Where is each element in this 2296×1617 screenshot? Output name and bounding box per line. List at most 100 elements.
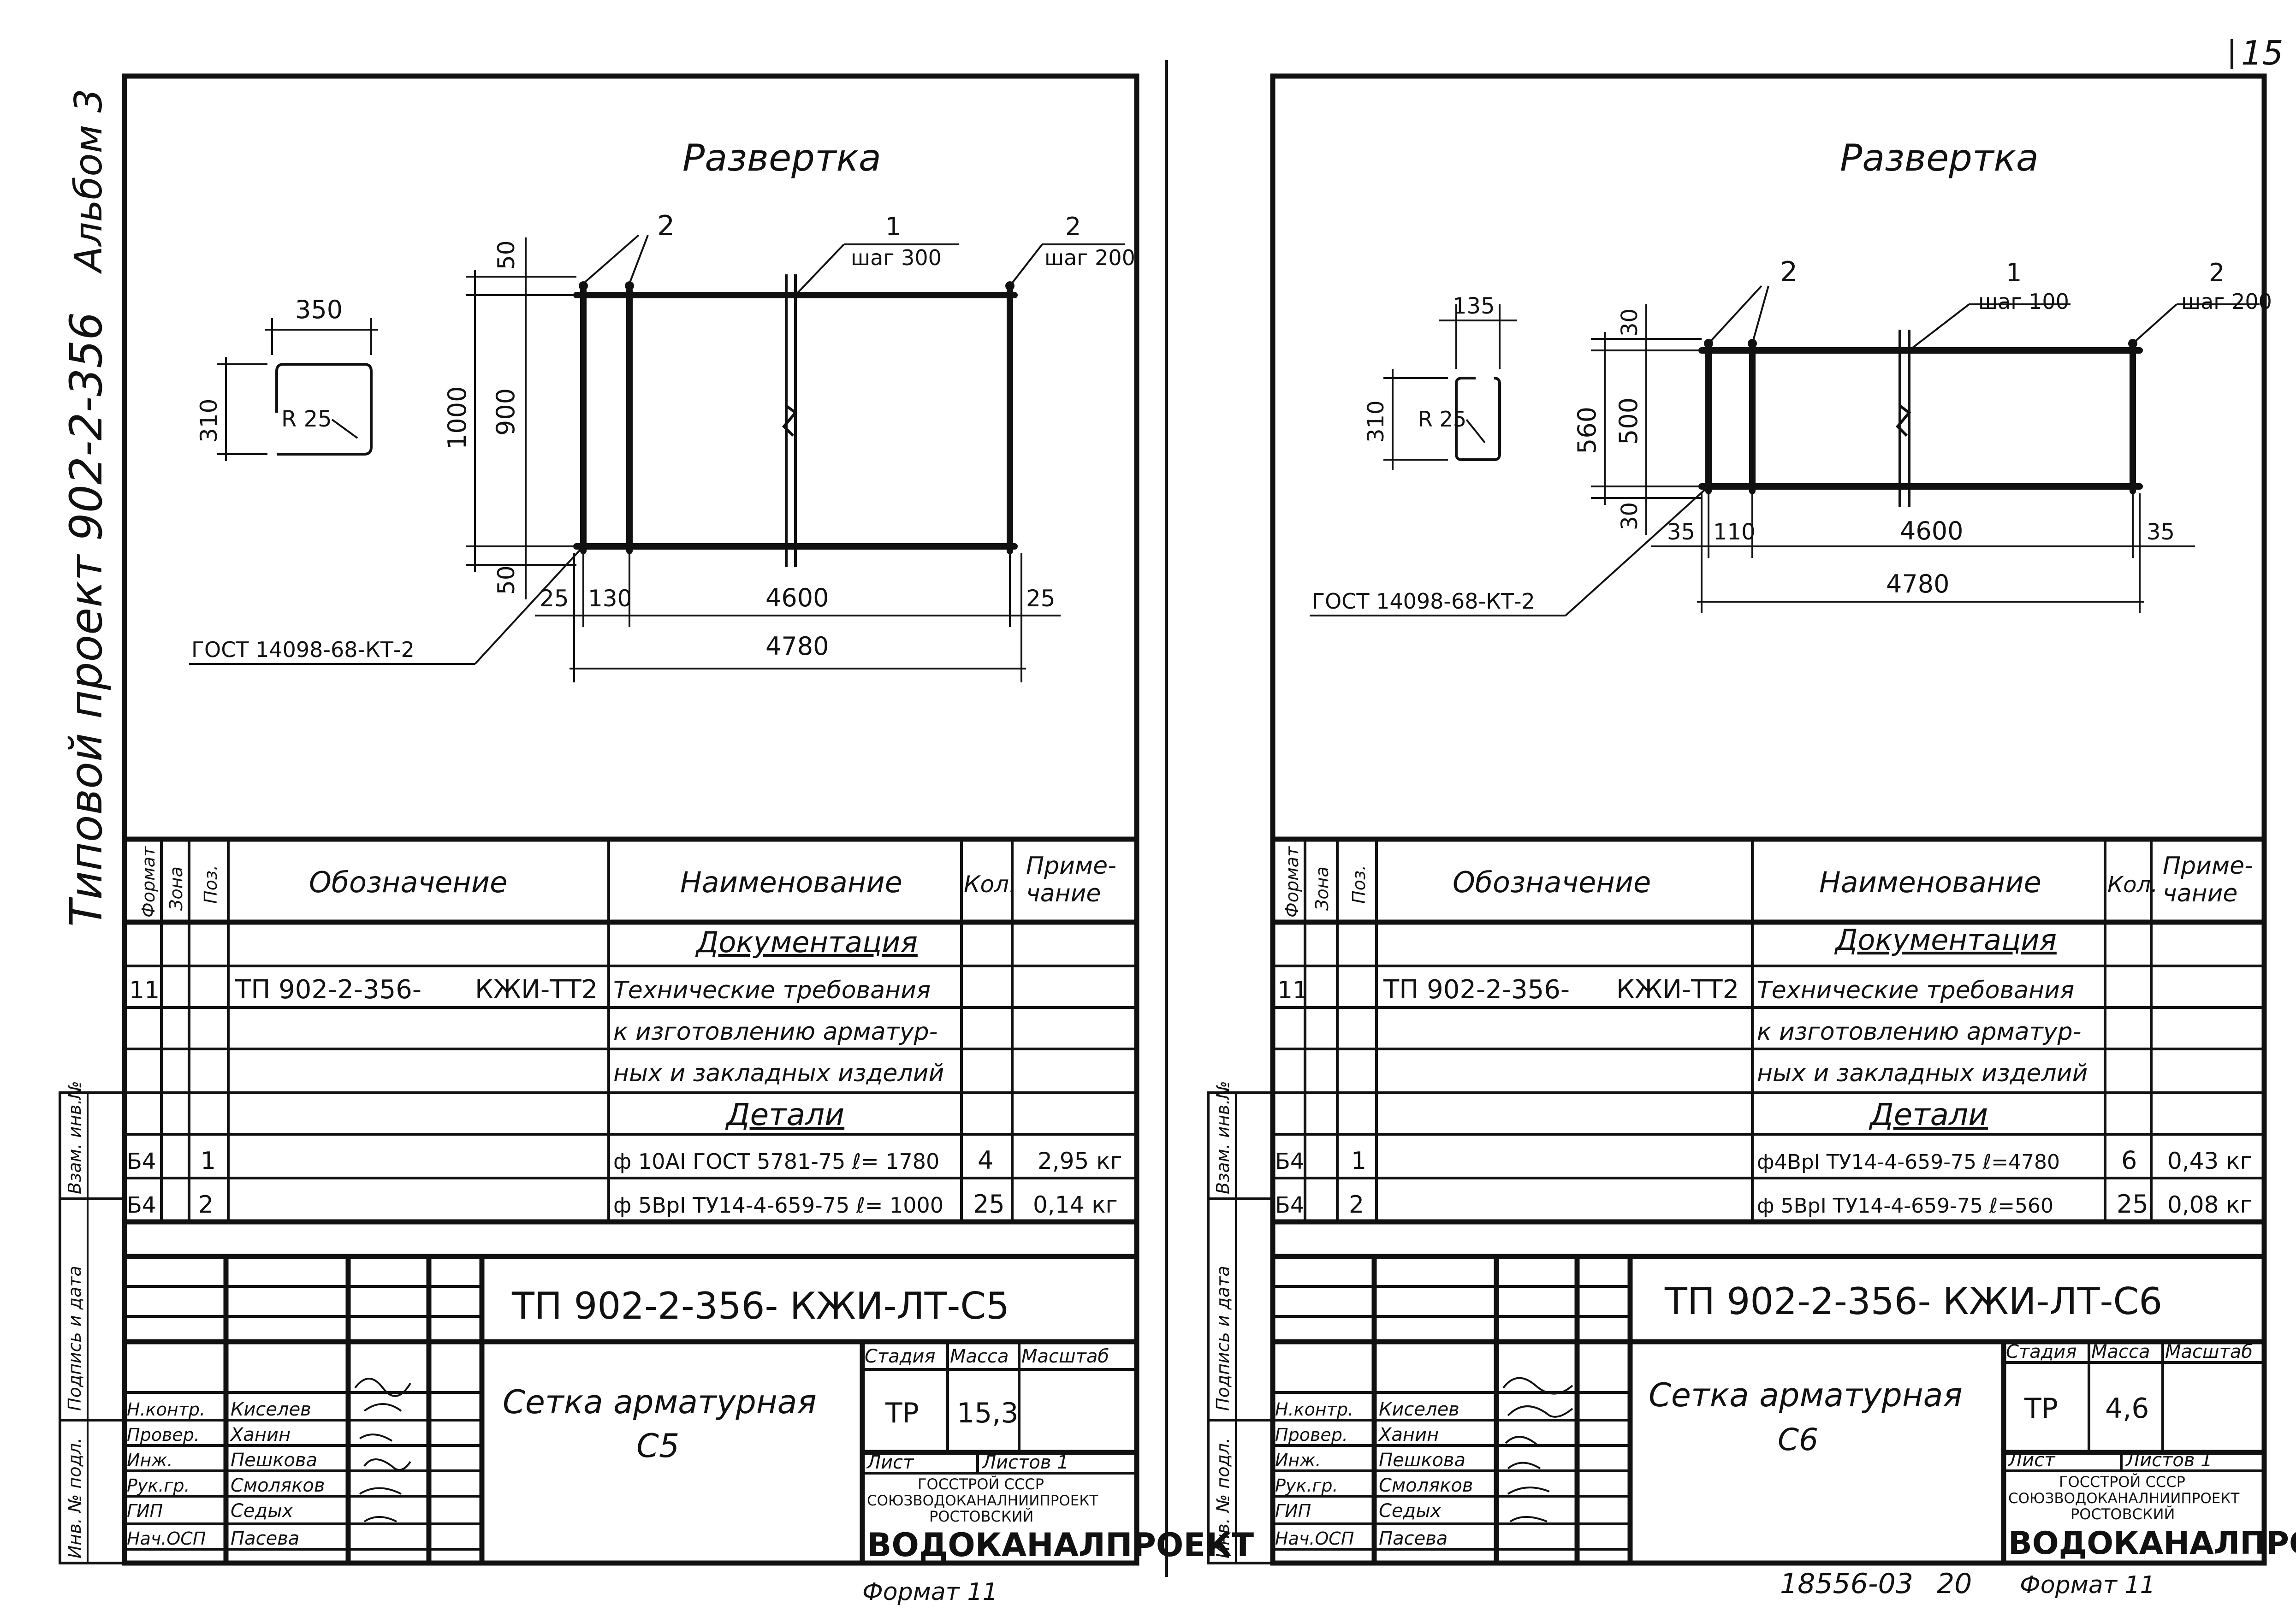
stamp-strip [59, 1091, 126, 1564]
dim-main-span: 4600 [1900, 516, 1963, 545]
sheet-frame [122, 73, 1139, 1566]
stamp-label-signature: Подпись и дата [1213, 1266, 1233, 1411]
dim-bottom: 50 [493, 565, 520, 595]
role-1: Н.контр. [1275, 1399, 1353, 1420]
document-name-1: Сетка арматурная [503, 1383, 817, 1421]
title-block: ТП 902-2-356- КЖИ-ЛТ-С5 Сетка арматурная… [125, 1254, 1254, 1564]
stage-value: ТР [2024, 1392, 2058, 1425]
role-5: ГИП [1275, 1501, 1311, 1521]
row1-qty: 6 [2121, 1146, 2137, 1175]
document-name-1: Сетка арматурная [1649, 1376, 1963, 1414]
sheet-c5: Взам. инв.№ Подпись и дата Инв. № подл. … [59, 73, 1254, 1606]
header-zone: Зона [166, 866, 186, 911]
callout-mid-number: 1 [2006, 258, 2022, 287]
document-code: ТП 902-2-356- КЖИ-ЛТ-С6 [1664, 1280, 2162, 1323]
bar-profile: 135 310 R 25 [1363, 293, 1517, 470]
dim-left-end: 35 [1667, 519, 1695, 545]
callout-left: 2 [1780, 256, 1798, 288]
document-name-2: С5 [636, 1427, 679, 1465]
row1-note: 0,43 кг [2167, 1148, 2252, 1174]
scale-label: Масштаб [1021, 1346, 1109, 1367]
sheets-label: Листов 1 [981, 1452, 1069, 1473]
doc-code: КЖИ-ТТ2 [1616, 975, 1739, 1005]
row2-format: Б4 [127, 1192, 156, 1218]
callout-mid-step: шаг 300 [851, 245, 942, 270]
row1-note: 2,95 кг [1038, 1148, 1122, 1174]
stamp-label-inventory: Инв. № подл. [65, 1438, 85, 1558]
role-5: ГИП [127, 1501, 163, 1521]
dim-top: 30 [1617, 308, 1643, 337]
row1-format: Б4 [1275, 1149, 1304, 1174]
bar-profile: 350 310 R 25 [196, 295, 378, 461]
dim-top: 50 [493, 240, 520, 270]
profile-height: 310 [1363, 400, 1389, 443]
person-5: Седых [1379, 1500, 1442, 1522]
header-name: Наименование [680, 865, 902, 899]
stamp-label-signature: Подпись и дата [65, 1266, 85, 1411]
header-zone: Зона [1312, 866, 1332, 911]
org-line-2: СОЮЗВОДОКАНАЛНИИПРОЕКТ [867, 1493, 1098, 1509]
person-1: Киселев [231, 1399, 311, 1420]
stage-label: Стадия [2006, 1341, 2076, 1362]
row2-pos: 2 [198, 1191, 214, 1219]
mass-value: 15,3 [957, 1397, 1019, 1429]
header-format: Формат [1282, 846, 1302, 918]
profile-width: 135 [1453, 293, 1495, 319]
doc-name-2: к изготовлению арматур- [1757, 1018, 2081, 1046]
footer-format: Формат 11 [2020, 1571, 2155, 1599]
org-line-1: ГОССТРОЙ СССР [918, 1475, 1044, 1493]
row1-name: ф4ВрI ТУ14-4-659-75 ℓ=4780 [1757, 1150, 2060, 1174]
drawing-title: Развертка [1840, 136, 2039, 179]
spec-table: Формат Зона Поз. Обозначение Наименовани… [125, 836, 1137, 1225]
header-qty: Кол. [2107, 872, 2158, 898]
spec-table: Формат Зона Поз. Обозначение Наименовани… [1273, 836, 2264, 1225]
person-3: Пешкова [231, 1450, 317, 1471]
stamp-label-replace: Взам. инв.№ [65, 1081, 85, 1194]
doc-code: КЖИ-ТТ2 [475, 975, 598, 1005]
header-note-2: чание [1026, 880, 1101, 907]
person-1: Киселев [1379, 1399, 1459, 1420]
role-3: Инж. [1275, 1450, 1321, 1470]
section-details: Детали [1869, 1097, 1988, 1132]
person-6: Пасева [1379, 1528, 1448, 1549]
callout-mid-step: шаг 100 [1978, 289, 2069, 314]
header-pos: Поз. [201, 865, 221, 904]
drawing-title: Развертка [682, 136, 881, 179]
row2-format: Б4 [1275, 1192, 1304, 1218]
dim-first-span: 110 [1713, 519, 1756, 545]
row2-name: ф 5ВрI ТУ14-4-659-75 ℓ=560 [1757, 1194, 2053, 1218]
role-4: Рук.гр. [127, 1475, 190, 1496]
dim-overall-v: 1000 [443, 386, 472, 450]
sheets-label: Листов 1 [2125, 1450, 2213, 1471]
mass-value: 4,6 [2105, 1392, 2149, 1425]
dim-overall-v: 560 [1572, 407, 1602, 454]
signatures [354, 1378, 411, 1522]
album-label: Альбом 3 [67, 89, 111, 274]
sheet-label: Лист [2007, 1450, 2056, 1471]
org-line-3: РОСТОВСКИЙ [2071, 1505, 2175, 1523]
document-name-2: С6 [1778, 1422, 1818, 1457]
dim-right-end: 35 [2147, 519, 2175, 545]
dim-first-span: 130 [588, 585, 632, 612]
doc-format: 11 [1277, 977, 1308, 1004]
mesh-c6 [1698, 330, 2143, 507]
row2-note: 0,08 кг [2167, 1191, 2252, 1218]
header-format: Формат [138, 846, 159, 918]
title-block: ТП 902-2-356- КЖИ-ЛТ-С6 Сетка арматурная… [1273, 1254, 2296, 1563]
header-pos: Поз. [1349, 865, 1369, 904]
scale-label: Масштаб [2165, 1341, 2253, 1362]
callout-mid-number: 1 [885, 212, 901, 241]
person-5: Седых [231, 1500, 293, 1522]
stage-label: Стадия [865, 1346, 935, 1367]
callout-right-number: 2 [2209, 258, 2225, 287]
role-2: Провер. [127, 1425, 200, 1445]
doc-name-2: к изготовлению арматур- [613, 1018, 937, 1046]
dim-right-end: 25 [1026, 585, 1056, 612]
header-name: Наименование [1819, 865, 2041, 899]
org-line-2: СОЮЗВОДОКАНАЛНИИПРОЕКТ [2008, 1490, 2240, 1507]
sheet-c6: Взам. инв.№ Подпись и дата Инв. № подл. … [1207, 73, 2296, 1600]
section-documentation: Документация [1834, 923, 2057, 957]
header-note-1: Приме- [1026, 852, 1116, 880]
mass-label: Масса [950, 1346, 1009, 1367]
